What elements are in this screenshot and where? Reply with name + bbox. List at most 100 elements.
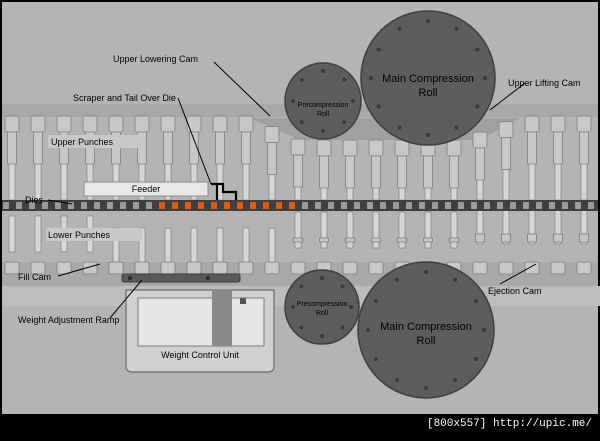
die-hole [68, 202, 74, 209]
leader-dies [47, 199, 73, 205]
weight-control-bolt [240, 298, 246, 304]
upper-punch-head [342, 139, 358, 157]
die-hole-filled [263, 202, 269, 209]
upper-punch-barrel [293, 154, 303, 188]
upper-punch [212, 115, 228, 201]
scraper-tail-over-die [211, 182, 238, 200]
upper-lowering-cam-label: Upper Lowering Cam [113, 54, 198, 64]
upper-precompression-roll-bolts [291, 69, 355, 133]
lower-punches-label: Lower Punches [48, 230, 111, 240]
upper-punch-head [524, 115, 540, 133]
lower-punch-barrel [501, 233, 511, 243]
upper-punch-head [290, 138, 306, 156]
feeder-box [83, 181, 209, 197]
roll-bolt [454, 125, 459, 130]
lower-punch-tip [34, 215, 42, 253]
upper-punch-tip [554, 163, 562, 201]
upper-punch-tip [242, 163, 250, 201]
roll-bolt [373, 357, 378, 361]
lower-precompression-roll-label-1: Precompression [297, 301, 348, 308]
upper-punch-head [368, 139, 384, 157]
lower-main-roll-label-2: Roll [417, 335, 436, 347]
lower-punch-barrel [475, 233, 485, 243]
roll-bolt [397, 125, 402, 130]
lower-punch-head [134, 261, 150, 275]
lower-punch-head [82, 261, 98, 275]
upper-punch-tip [476, 179, 484, 201]
upper-punch-head [186, 115, 202, 133]
die-holes-group [3, 202, 594, 209]
upper-punch-head [472, 131, 488, 149]
upper-punch-tip [580, 163, 588, 201]
weight-control-unit-label: Weight Control Unit [161, 350, 239, 360]
upper-precompression-roll-label-2: Roll [317, 111, 330, 118]
lower-punch [30, 215, 46, 275]
die-hole [510, 202, 516, 209]
upper-punch-head [82, 115, 98, 133]
lower-punch [212, 227, 228, 275]
die-hole [354, 202, 360, 209]
roll-bolt [349, 305, 353, 309]
upper-main-roll-label-1: Main Compression [382, 73, 474, 85]
lower-punch [368, 211, 384, 275]
roll-bolt [299, 120, 304, 125]
upper-punch [290, 138, 306, 201]
roll-bolt [474, 299, 479, 303]
lower-punch-head [576, 261, 592, 275]
lower-main-roll-label-1: Main Compression [380, 321, 472, 333]
upper-punch-barrel [423, 155, 433, 189]
die-table-band [2, 200, 598, 211]
roll-bolt [320, 334, 324, 338]
upper-punch-barrel [553, 131, 563, 165]
upper-punch-tip [528, 163, 536, 201]
roll-bolt [426, 19, 430, 23]
roll-bolt [482, 328, 486, 332]
roll-bolt [395, 277, 399, 282]
upper-punch-head [576, 115, 592, 133]
lower-punch [4, 215, 20, 275]
roll-bolt [299, 284, 304, 289]
lower-punch [108, 227, 124, 275]
leader-ejection-cam [499, 263, 537, 285]
die-hole [315, 202, 321, 209]
roll-bolt [366, 328, 370, 332]
lower-precompression-roll-bolts [291, 276, 353, 338]
roll-bolt [351, 99, 355, 103]
roll-bolt [424, 386, 428, 390]
upper-punch-head [108, 115, 124, 133]
upper-punch-barrel [241, 131, 251, 165]
roll-bolt [475, 104, 480, 109]
upper-punch [524, 115, 540, 201]
die-hole [445, 202, 451, 209]
lower-punch [342, 211, 358, 275]
dies-label: Dies [25, 195, 44, 205]
lower-punch-tip [424, 211, 432, 249]
leader-fill-cam [57, 263, 101, 277]
upper-punch-tip [502, 169, 510, 201]
upper-punch-tip [424, 187, 432, 201]
lower-precompression-roll-disc [284, 269, 360, 345]
lower-punch-tip [8, 215, 16, 253]
lower-main-compression-roll-disc [357, 261, 495, 399]
die-hole [107, 202, 113, 209]
upper-punches-label: Upper Punches [51, 137, 114, 147]
weight-adjustment-ramp-label: Weight Adjustment Ramp [18, 315, 119, 325]
roll-bolt [397, 26, 402, 31]
upper-punch-barrel [267, 142, 277, 176]
die-hole [341, 202, 347, 209]
lower-punch [472, 207, 488, 275]
roll-bolt [342, 120, 347, 125]
upper-punch-head [550, 115, 566, 133]
lower-punch-head [4, 261, 20, 275]
upper-punch-barrel [501, 137, 511, 171]
lower-punch-head [524, 261, 540, 275]
upper-precompression-roll: Precompression Roll [284, 62, 362, 140]
roll-bolt [320, 276, 324, 280]
lower-punch-barrel [293, 237, 303, 243]
die-hole [367, 202, 373, 209]
lower-punch-head [368, 261, 384, 275]
roll-bolt [483, 76, 487, 80]
roll-bolt [340, 284, 345, 289]
die-hole [588, 202, 594, 209]
